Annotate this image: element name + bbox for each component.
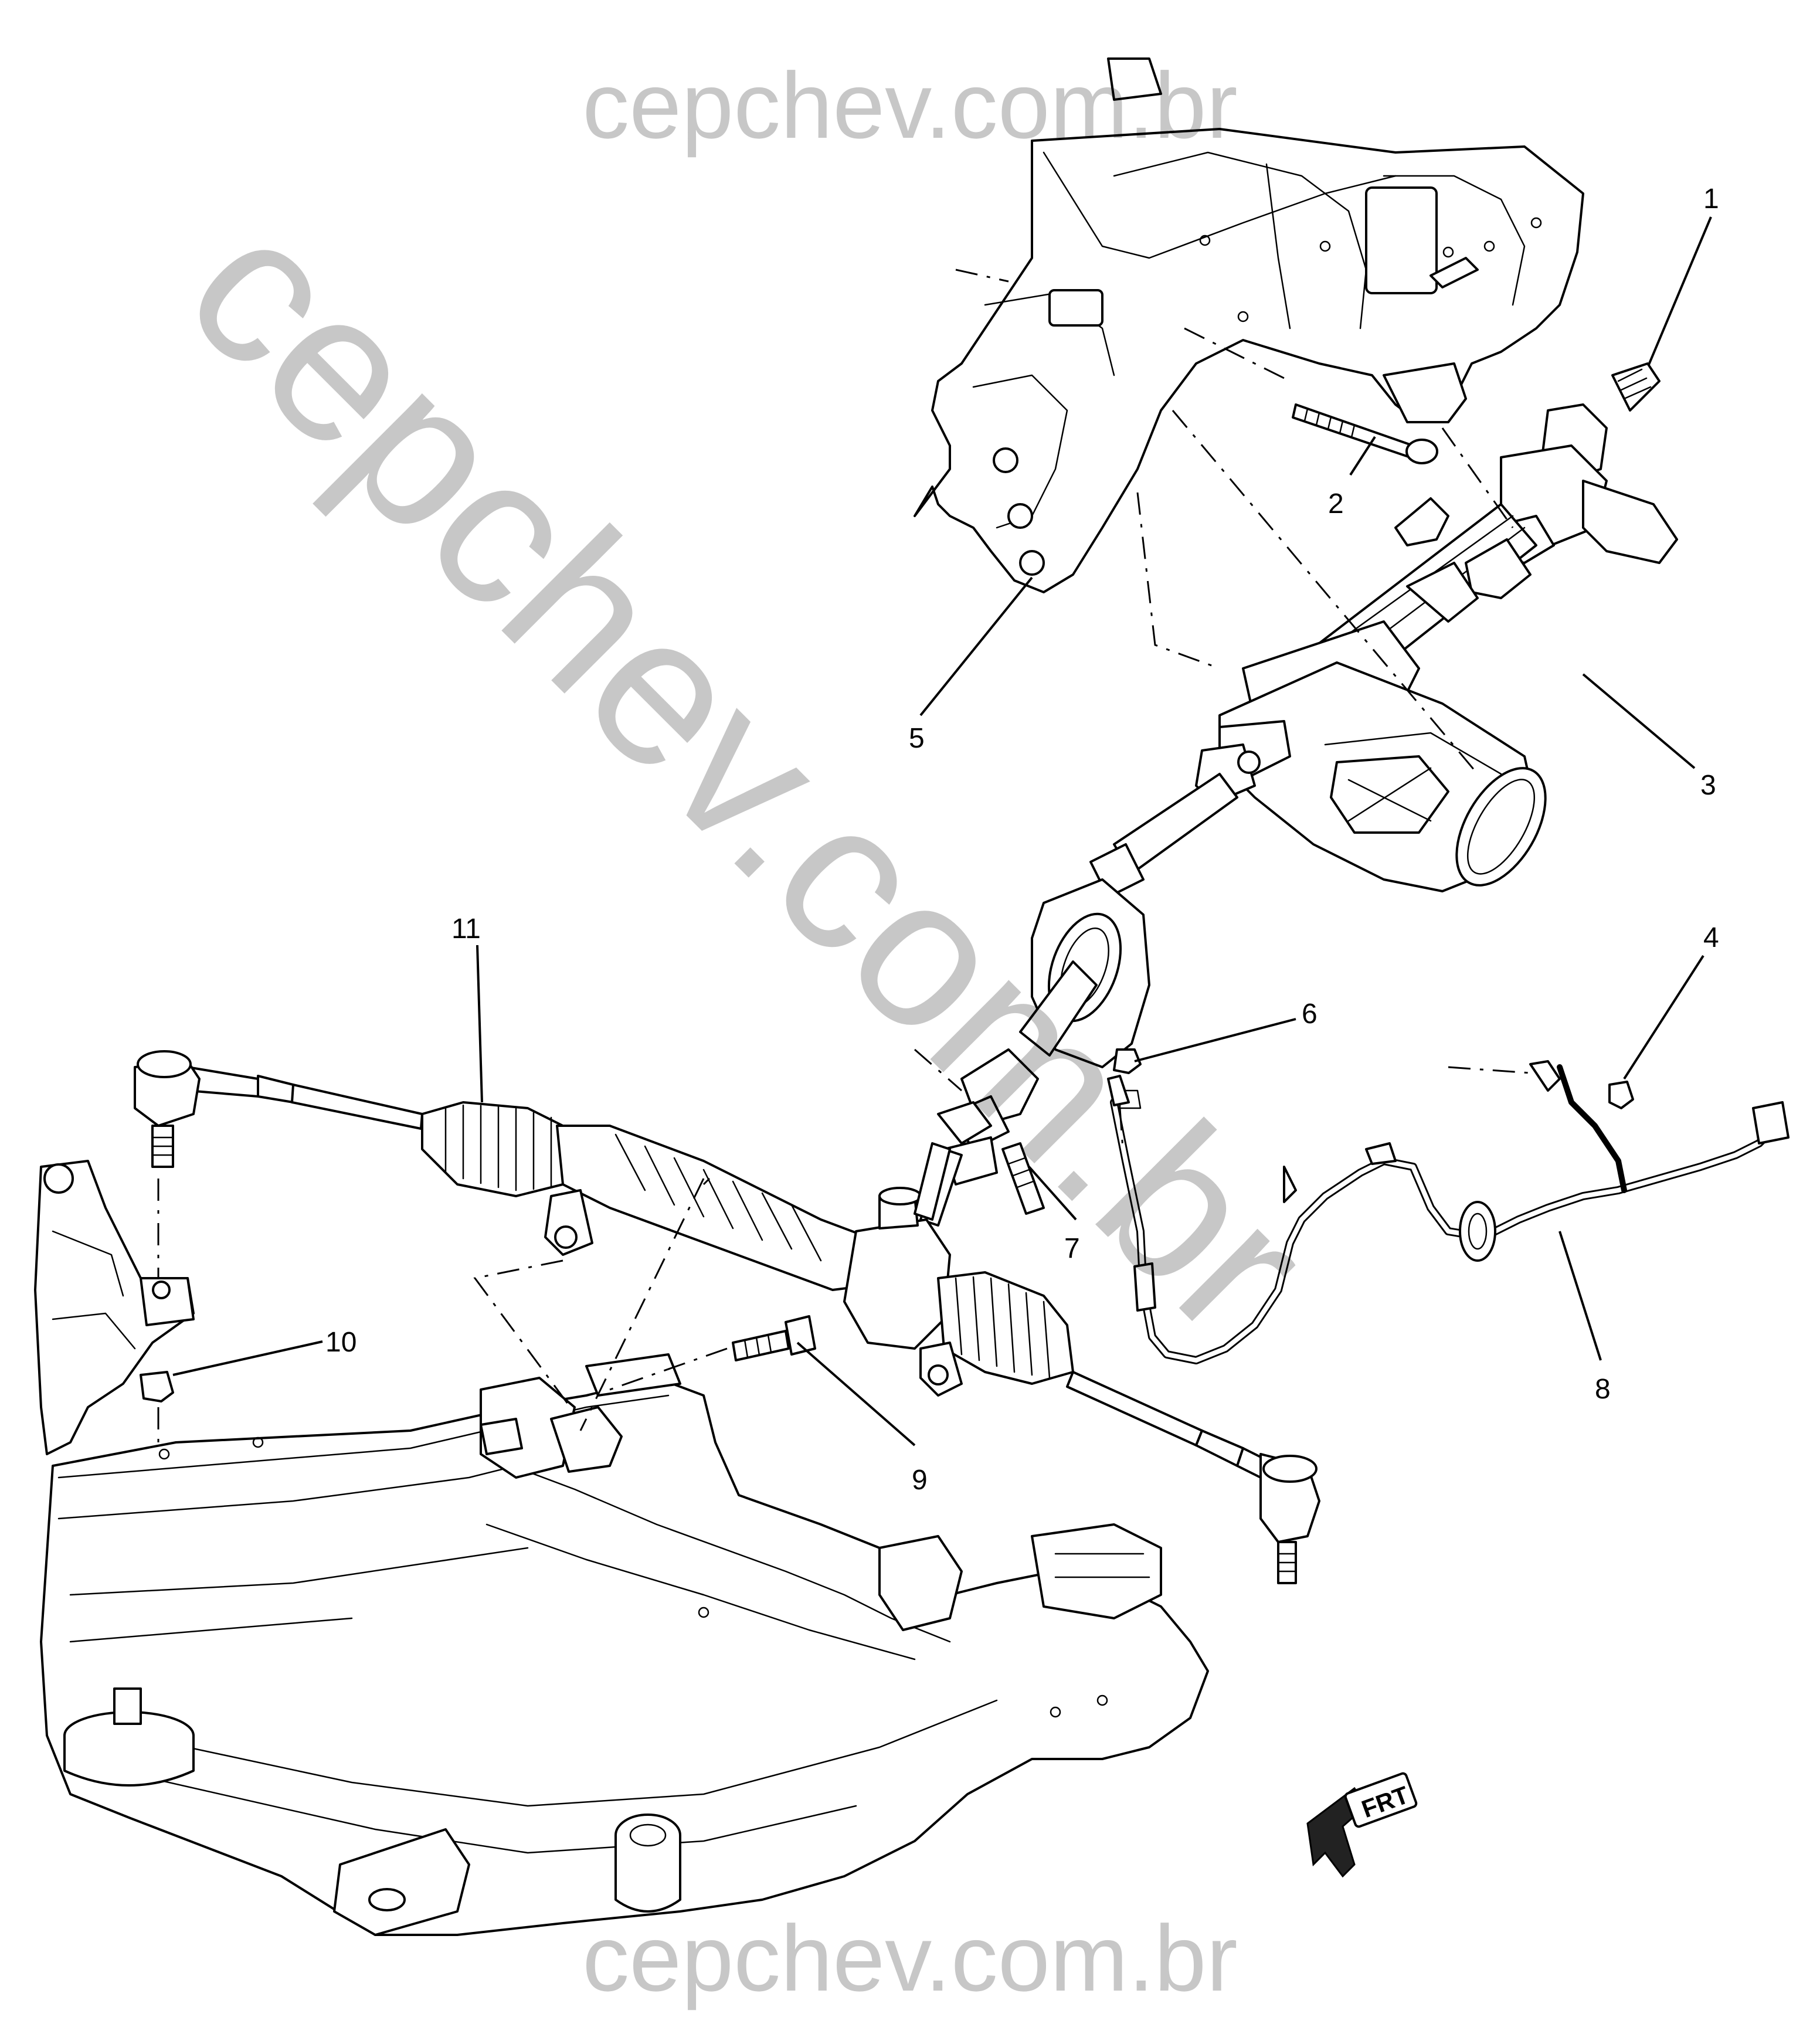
steering-gear-rack — [134, 1050, 1320, 1584]
leader-2 — [1349, 436, 1376, 476]
wiring-harness — [1107, 1060, 1790, 1364]
callout-1: 1 — [1703, 184, 1719, 215]
mounting-bolt-2 — [1292, 403, 1438, 464]
callout-numbers: 1 2 3 4 5 6 7 8 9 10 11 — [325, 184, 1719, 1496]
assembly-guide-lines — [157, 269, 1531, 1442]
leader-8 — [1558, 1231, 1602, 1361]
watermark-top: cepchev.com.br — [582, 53, 1238, 158]
callout-10: 10 — [325, 1327, 356, 1358]
callout-9: 9 — [912, 1465, 928, 1496]
leader-5 — [919, 576, 1033, 716]
leader-10 — [172, 1340, 323, 1376]
callout-11: 11 — [451, 913, 481, 945]
pinch-bolt-7 — [1001, 1142, 1045, 1215]
leader-6 — [1134, 1018, 1296, 1062]
callout-2: 2 — [1328, 488, 1344, 519]
front-direction-indicator: FRT — [1306, 1772, 1418, 1878]
leader-9 — [796, 1342, 916, 1446]
front-subframe — [40, 1353, 1209, 1936]
mounting-bolt-9 — [732, 1315, 816, 1361]
nut-10 — [140, 1371, 174, 1402]
intermediate-shaft — [919, 960, 1098, 1227]
leader-7 — [1028, 1166, 1077, 1221]
callout-5: 5 — [909, 723, 925, 754]
leader-11 — [476, 945, 483, 1103]
callout-4: 4 — [1703, 922, 1719, 953]
leader-4 — [1623, 955, 1704, 1080]
watermark-bottom: cepchev.com.br — [582, 1906, 1238, 2011]
callout-3: 3 — [1700, 770, 1716, 801]
nut-4 — [1608, 1081, 1634, 1109]
cross-car-beam-bracket — [914, 57, 1584, 593]
steering-column — [1089, 362, 1678, 898]
callout-6: 6 — [1302, 999, 1318, 1030]
callout-8: 8 — [1595, 1374, 1611, 1405]
callout-7: 7 — [1064, 1233, 1080, 1264]
steering-knuckle — [34, 1160, 195, 1455]
callout-leaders — [172, 216, 1712, 1446]
leader-3 — [1582, 673, 1696, 769]
leader-1 — [1648, 216, 1712, 365]
